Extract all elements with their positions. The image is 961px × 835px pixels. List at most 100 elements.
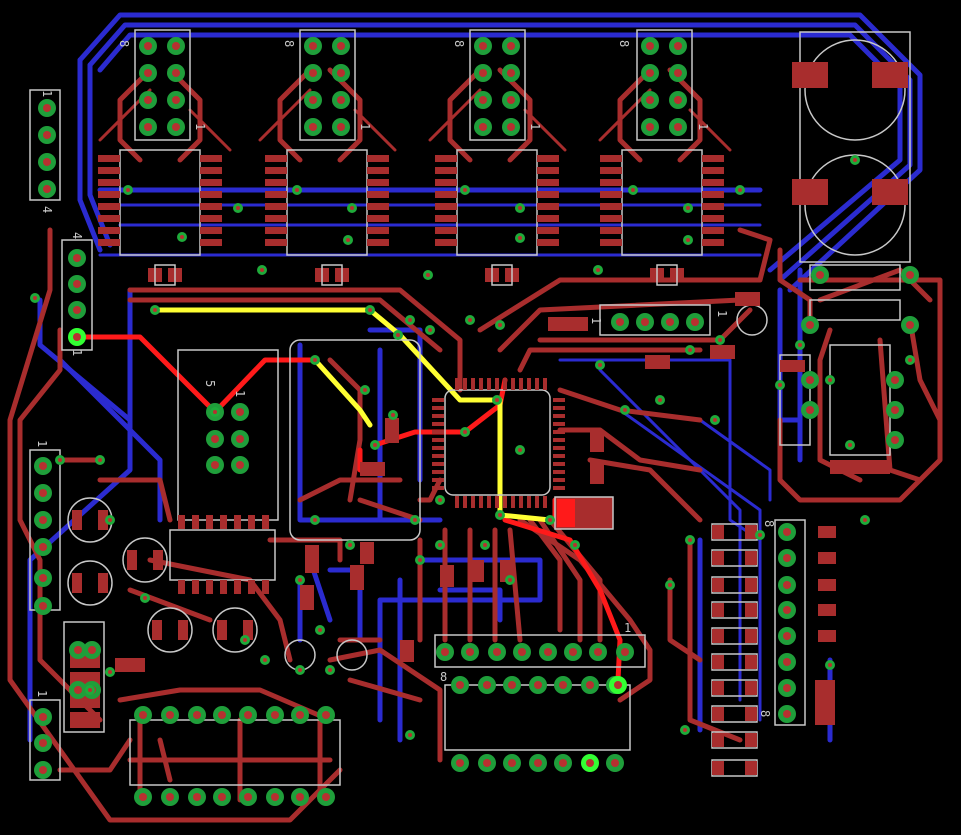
pad-drill	[309, 123, 317, 131]
smd-pad	[553, 454, 565, 458]
smd-pad	[702, 155, 724, 162]
smd-pad	[712, 733, 724, 747]
smd-pad	[432, 438, 444, 442]
pad-drill	[646, 42, 654, 50]
smd-pad	[745, 525, 757, 539]
hdr2-pin8-label: 8	[282, 40, 296, 47]
pad-drill	[479, 42, 487, 50]
pad-drill	[39, 462, 47, 470]
smd-pad	[600, 179, 622, 186]
smd-pad	[367, 227, 389, 234]
via-drill	[573, 543, 577, 547]
via-drill	[688, 538, 692, 542]
smd-pad	[115, 658, 145, 672]
pad-drill	[43, 158, 51, 166]
via-drill	[243, 638, 247, 642]
smd-pad	[440, 565, 454, 587]
silkscreen-outlines	[29, 29, 911, 786]
via-drill	[263, 658, 267, 662]
via-drill	[348, 543, 352, 547]
pad-drill	[559, 759, 567, 767]
smd-pad	[537, 179, 559, 186]
pad-drill	[456, 681, 464, 689]
smd-pad	[192, 515, 199, 529]
smd-pad	[367, 155, 389, 162]
pad-drill	[39, 516, 47, 524]
smd-pad	[712, 629, 724, 643]
smd-pad	[553, 446, 565, 450]
smd-pad	[98, 510, 108, 530]
smd-pad	[537, 239, 559, 246]
smd-pad	[553, 414, 565, 418]
via-drill	[828, 378, 832, 382]
smd-pad	[712, 707, 724, 721]
pad-drill	[594, 648, 602, 656]
pad-drill	[483, 759, 491, 767]
smd-pad	[265, 191, 287, 198]
smd-pad	[815, 680, 835, 725]
via-drill	[108, 518, 112, 522]
pad-drill	[43, 104, 51, 112]
smd-pad	[220, 580, 227, 594]
pad-drill	[479, 96, 487, 104]
smd-pad	[220, 515, 227, 529]
smd-pad	[745, 761, 757, 775]
pad-drill	[674, 96, 682, 104]
smd-pad	[712, 603, 724, 617]
hdr2-pin1-label: 1	[358, 123, 372, 130]
via-drill	[108, 670, 112, 674]
pad-drill	[193, 793, 201, 801]
large-smd-pad	[792, 62, 828, 88]
via-drill	[408, 318, 412, 322]
smd-pad	[248, 580, 255, 594]
pad-drill	[144, 96, 152, 104]
via-drill	[508, 578, 512, 582]
via-drill	[153, 308, 157, 312]
smd-pad	[712, 761, 724, 775]
smd-pad	[432, 454, 444, 458]
via-drill	[798, 343, 802, 347]
smd-pad	[72, 510, 82, 530]
smd-pad	[192, 580, 199, 594]
smd-pad	[200, 227, 222, 234]
smd-pad	[200, 191, 222, 198]
pad-drill	[544, 648, 552, 656]
smd-pad	[535, 378, 539, 390]
smd-pad	[745, 578, 757, 592]
pad-drill	[616, 318, 624, 326]
pad-drill	[806, 321, 814, 329]
smd-pad	[432, 462, 444, 466]
row-hdr-8-label: 8	[762, 520, 776, 527]
pad-drill	[88, 646, 96, 654]
pad-drill	[218, 793, 226, 801]
pad-drill	[166, 793, 174, 801]
regulator-pad	[70, 712, 100, 728]
via-drill	[298, 668, 302, 672]
pad-drill	[73, 254, 81, 262]
pad-drill	[296, 793, 304, 801]
smd-pad	[537, 191, 559, 198]
smd-pad	[98, 179, 120, 186]
smd-pad	[553, 486, 565, 490]
smd-pad	[435, 239, 457, 246]
pad-drill	[309, 69, 317, 77]
pad-drill	[73, 333, 81, 341]
smd-pad	[527, 496, 531, 508]
pad-drill	[783, 581, 791, 589]
smd-pad	[553, 406, 565, 410]
via-drill	[738, 188, 742, 192]
via-drill	[463, 188, 467, 192]
left-low-pin1-label: 1	[35, 440, 49, 447]
smd-pad	[818, 604, 836, 616]
smd-pad	[432, 430, 444, 434]
row-hdr-1-label: 1	[589, 317, 603, 324]
pad-drill	[39, 543, 47, 551]
via-drill	[298, 578, 302, 582]
hdr3-pin8-label: 8	[452, 40, 466, 47]
smd-pad	[178, 515, 185, 529]
smd-pad	[553, 438, 565, 442]
pad-drill	[479, 69, 487, 77]
smd-pad	[495, 378, 499, 390]
via-drill	[483, 543, 487, 547]
